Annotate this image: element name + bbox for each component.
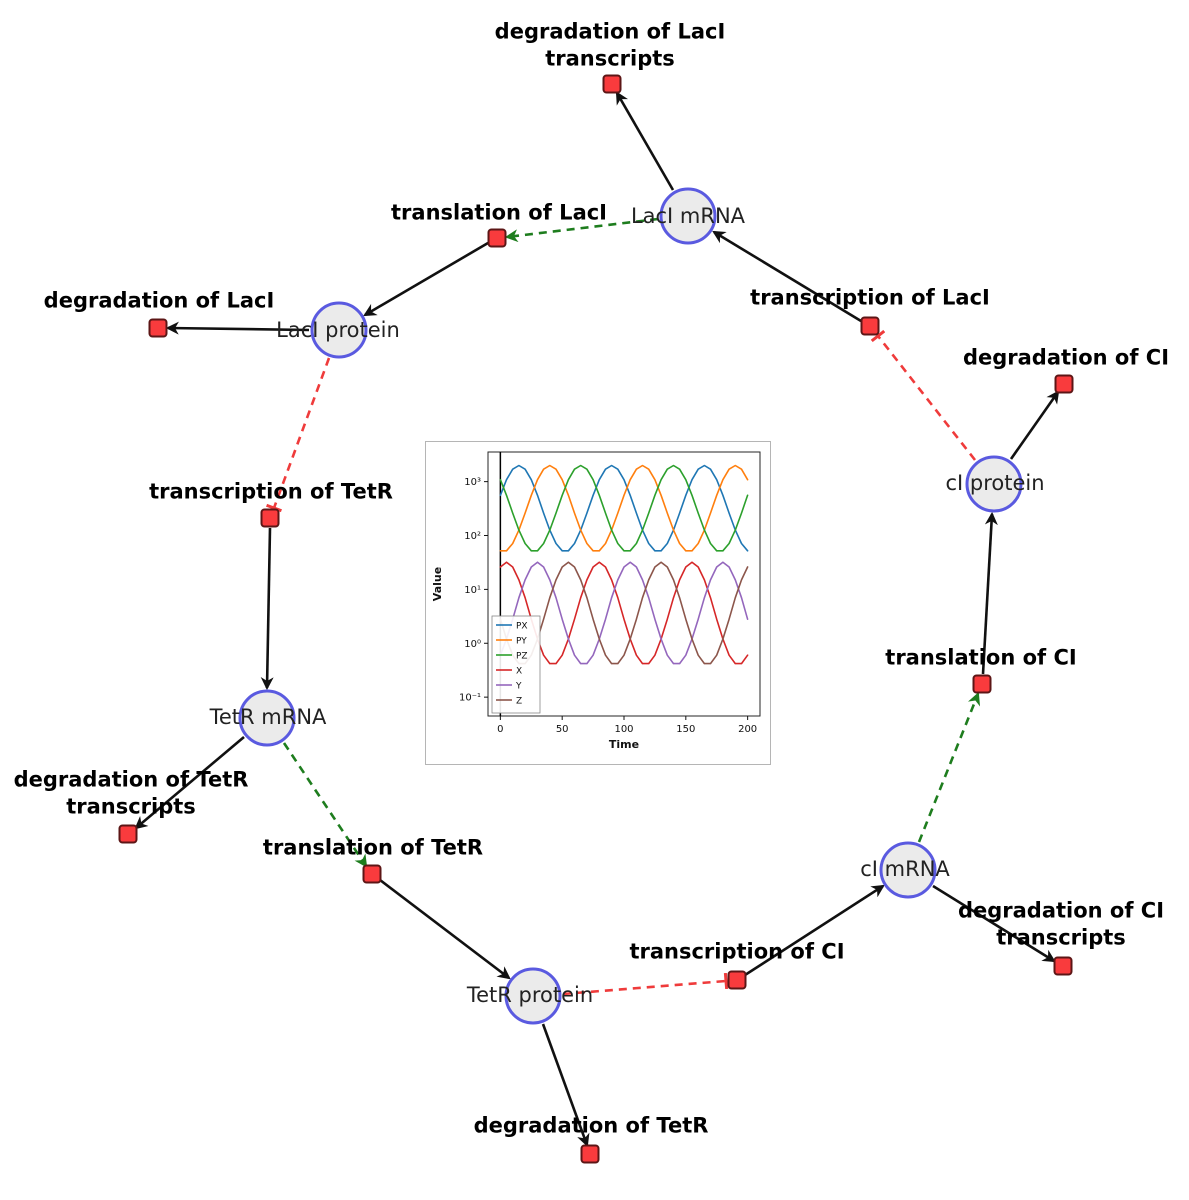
reaction-node-deg-laci <box>148 318 168 338</box>
reaction-node-translation-tetr <box>362 864 382 884</box>
x-tick-label: 50 <box>556 724 569 735</box>
reaction-node-translation-ci <box>972 674 992 694</box>
reaction-node-deg-tetr <box>580 1144 600 1164</box>
edge-inhibition-ci-protein-to-transcription-laci <box>870 329 977 461</box>
edge-transcription-tetr-to-tetr-mrna <box>260 527 274 691</box>
reaction-label-translation-tetr: translation of TetR <box>262 835 484 860</box>
reaction-label-translation-laci: translation of LacI <box>391 200 607 225</box>
species-label-ci-mrna: cI mRNA <box>860 857 950 881</box>
species-label-ci-protein: cI protein <box>945 471 1045 495</box>
series-Z <box>499 561 749 665</box>
reaction-node-deg-tetr-transcripts <box>118 824 138 844</box>
edge-modifier-tetr-mrna-to-translation-tetr <box>282 742 368 868</box>
reaction-node-deg-ci <box>1054 374 1074 394</box>
reaction-node-deg-ci-transcripts <box>1053 956 1073 976</box>
edge-laci-protein-to-degradation-laci <box>165 321 310 335</box>
series-PY <box>499 464 749 552</box>
series-X <box>499 561 749 665</box>
legend-box <box>491 615 541 714</box>
reaction-label-deg-ci-transcripts: degradation of CI transcripts <box>957 898 1165 950</box>
chart-svg: 10⁻¹ 10⁰ 10¹ 10² 10³ 0 50 100 150 200 PX PY PZ XYZ Tim… <box>431 451 761 751</box>
edge-ci-mrna-to-degradation-ci-transcripts <box>932 884 1056 963</box>
reaction-label-deg-ci: degradation of CI <box>962 345 1170 370</box>
edge-transcription-ci-to-ci-mrna <box>744 884 885 977</box>
reaction-node-transcription-ci <box>727 970 747 990</box>
legend-label-Z: Z <box>516 697 522 707</box>
legend-label-PX: PX <box>516 622 528 632</box>
edge-tetr-mrna-to-degradation-tetr-transcripts <box>134 736 245 830</box>
edge-inhibition-laci-protein-to-transcription-tetr <box>265 357 331 513</box>
legend-label-PZ: PZ <box>516 652 528 662</box>
y-tick-label: 10⁰ <box>464 639 481 650</box>
edge-translation-laci-to-laci-protein <box>363 241 489 317</box>
x-tick-label: 150 <box>676 724 695 735</box>
reaction-node-translation-laci <box>487 228 507 248</box>
species-node-tetr-protein <box>504 967 562 1025</box>
reaction-label-translation-ci: translation of CI <box>885 645 1077 670</box>
reaction-label-transcription-laci: transcription of LacI <box>750 285 990 310</box>
edge-modifier-laci-mrna-to-translation-laci <box>504 217 659 243</box>
x-tick-label: 200 <box>738 724 757 735</box>
edge-tetr-protein-to-degradation-tetr <box>541 1023 590 1148</box>
species-node-ci-protein <box>965 455 1023 513</box>
x-tick-label: 0 <box>497 724 503 735</box>
series-Y <box>499 561 749 665</box>
species-node-ci-mrna <box>879 841 937 899</box>
x-axis-label: Time <box>609 738 639 751</box>
legend: PX PY PZ XYZ <box>491 615 541 714</box>
species-node-tetr-mrna <box>238 689 296 747</box>
x-tick-label: 100 <box>614 724 633 735</box>
edge-modifier-ci-mrna-to-translation-ci <box>917 691 981 843</box>
legend-label-X: X <box>516 667 522 677</box>
edge-transcription-laci-to-laci-mrna <box>712 230 862 323</box>
edge-laci-mrna-to-degradation-laci-transcripts <box>615 91 675 191</box>
y-axis-label: Value <box>431 567 444 601</box>
species-label-laci-protein: LacI protein <box>276 318 400 342</box>
reaction-label-transcription-tetr: transcription of TetR <box>149 479 393 504</box>
reaction-node-transcription-tetr <box>260 508 280 528</box>
series-PZ <box>499 464 749 552</box>
y-tick-label: 10¹ <box>464 585 481 596</box>
series-PX <box>499 464 749 552</box>
edge-ci-protein-to-degradation-ci <box>1009 390 1060 460</box>
legend-label-PY: PY <box>516 637 527 647</box>
reaction-label-transcription-ci: transcription of CI <box>629 939 845 964</box>
legend-label-Y: Y <box>515 682 522 692</box>
y-tick-label: 10⁻¹ <box>459 693 481 704</box>
y-tick-label: 10³ <box>464 477 481 488</box>
species-label-tetr-mrna: TetR mRNA <box>209 705 327 729</box>
y-tick-label: 10² <box>464 531 481 542</box>
reaction-node-transcription-laci <box>860 316 880 336</box>
species-label-tetr-protein: TetR protein <box>466 983 594 1007</box>
reaction-label-deg-tetr-transcripts: degradation of TetR transcripts <box>13 767 249 819</box>
species-node-laci-mrna <box>659 187 717 245</box>
species-node-laci-protein <box>310 301 368 359</box>
reaction-label-deg-tetr: degradation of TetR <box>473 1113 709 1138</box>
edge-translation-tetr-to-tetr-protein <box>379 878 511 980</box>
edge-translation-ci-to-ci-protein <box>981 511 998 675</box>
reaction-label-deg-laci: degradation of LacI <box>43 288 275 313</box>
reaction-node-deg-laci-transcripts <box>602 74 622 94</box>
reaction-label-deg-laci-transcripts: degradation of LacI transcripts <box>494 19 726 71</box>
species-label-laci-mrna: LacI mRNA <box>630 204 746 228</box>
